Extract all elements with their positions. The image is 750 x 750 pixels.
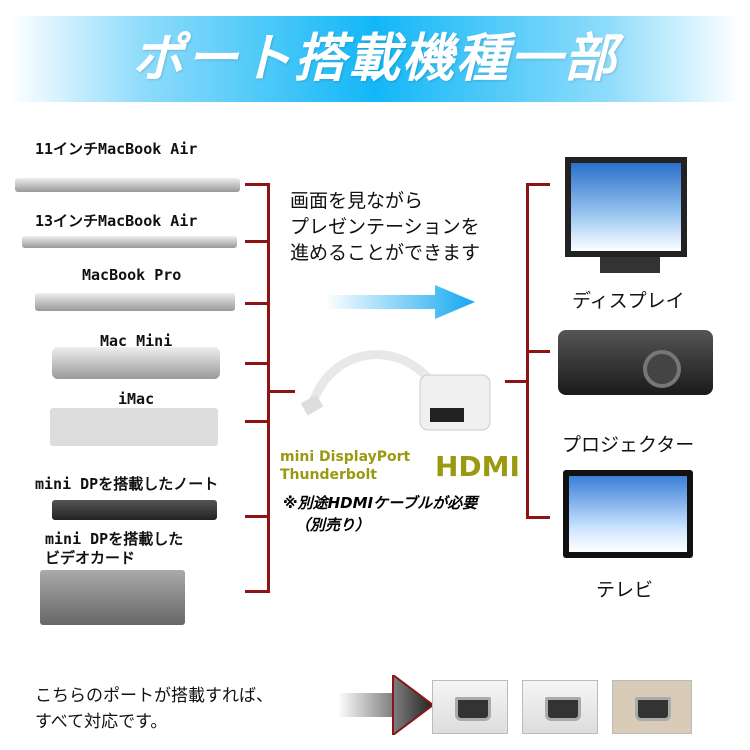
arrow-right-icon [338,675,433,735]
note-line: ※別途HDMIケーブルが必要 [283,494,478,512]
description-line: 進めることができます [290,242,481,264]
title-banner [10,16,740,102]
bracket-tick [245,362,269,365]
cable-note: ※別途HDMIケーブルが必要 （別売り） [283,492,477,536]
left-bracket [267,183,270,593]
device-label: mini DPを搭載した ビデオカード [45,530,184,567]
device-label: MacBook Pro [82,266,182,284]
macbook-air-11-image [15,178,240,192]
hdmi-label: HDMI [435,450,520,483]
thunderbolt-label: Thunderbolt [280,467,378,483]
bracket-connector [505,380,528,383]
thunderbolt-port-icon [522,680,598,734]
bracket-tick [245,183,269,186]
arrow-right-icon [325,285,475,319]
description: 画面を見ながら プレゼンテーションを 進めることができます [290,188,480,266]
bracket-connector [267,390,295,393]
bracket-tick [526,183,550,186]
bracket-tick [245,420,269,423]
device-label: 11インチMacBook Air [35,140,198,158]
imac-image [50,408,218,446]
output-label-projector: プロジェクター [562,434,695,456]
bracket-tick [526,516,550,519]
footer-text: こちらのポートが搭載すれば、 すべて対応です。 [35,683,273,735]
device-label: mini DPを搭載したノート [35,475,219,493]
bracket-tick [245,302,269,305]
adapter-image [300,350,491,431]
bracket-tick [245,515,269,518]
video-card-image [40,570,185,625]
page-title: ポート搭載機種一部 [131,29,618,89]
device-label: iMac [118,390,155,408]
footer-line: すべて対応です。 [35,712,168,732]
display-image [565,157,687,257]
bracket-tick [526,350,550,353]
bracket-tick [245,240,269,243]
output-label-tv: テレビ [596,579,654,601]
device-label: 13インチMacBook Air [35,212,198,230]
output-label-display: ディスプレイ [572,290,685,312]
display-stand [600,257,660,273]
input-port-labels: mini DisplayPort Thunderbolt [280,448,410,484]
footer-line: こちらのポートが搭載すれば、 [35,686,273,706]
tv-image [563,470,693,558]
mini-displayport-port-icon [432,680,508,734]
mini-displayport-label: mini DisplayPort [280,449,411,465]
mac-mini-image [52,347,220,379]
notebook-image [52,500,217,520]
projector-image [558,330,713,395]
note-line: （別売り） [295,516,371,534]
description-line: プレゼンテーションを [290,216,480,238]
description-line: 画面を見ながら [290,190,424,212]
device-label: Mac Mini [100,332,173,350]
video-card-port-icon [612,680,692,734]
macbook-pro-image [35,293,235,311]
bracket-tick [245,590,269,593]
macbook-air-13-image [22,236,237,248]
